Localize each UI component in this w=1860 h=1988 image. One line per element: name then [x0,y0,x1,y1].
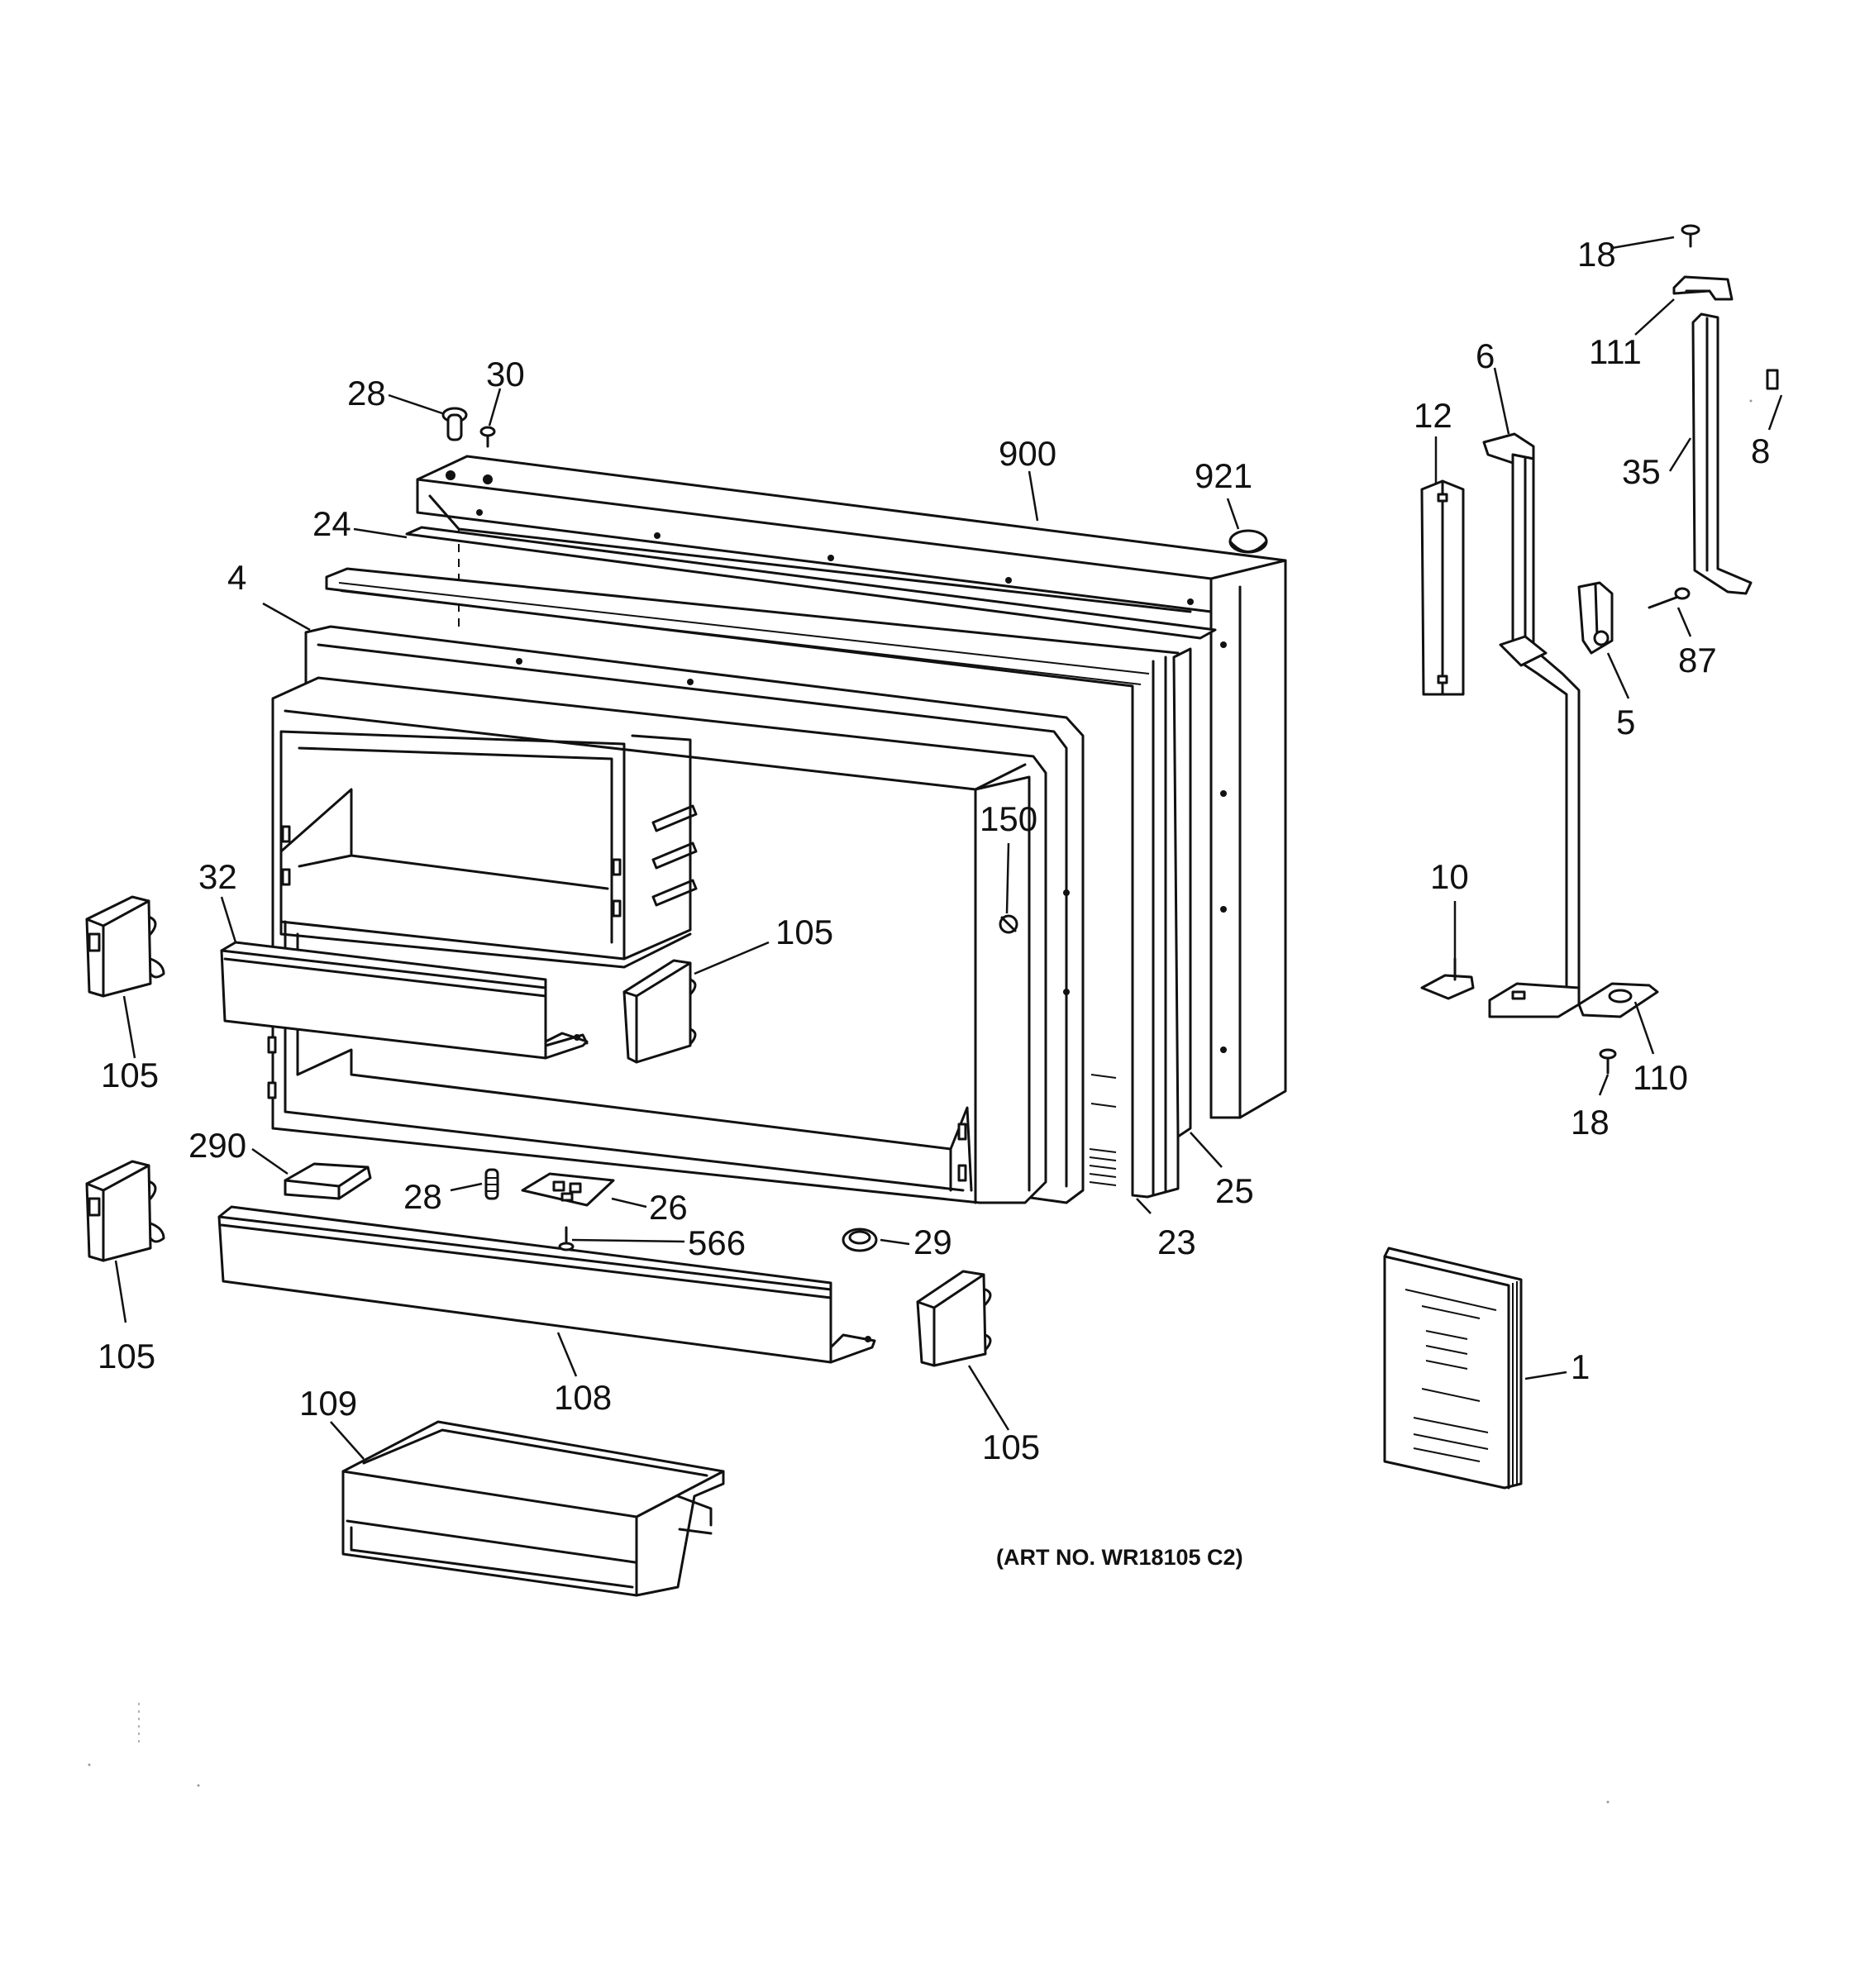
callout-6: 6 [1476,336,1495,375]
callout-10: 10 [1430,857,1469,896]
part-150-screw [999,914,1018,934]
part-108-shelf-bar [217,1205,876,1364]
part-5-hinge [1577,581,1614,655]
callout-28-top: 28 [347,374,386,412]
callout-leaders [114,236,1783,1460]
part-30-screw [479,426,496,448]
part-10-clip [1420,957,1475,1000]
part-29-grommet [842,1228,878,1252]
callout-25: 25 [1215,1171,1254,1210]
callout-labels: 18 111 28 30 12 6 35 8 900 921 24 4 87 5… [98,235,1770,1466]
callout-12: 12 [1414,396,1452,435]
part-290-block [284,1162,372,1200]
part-110-hinge-plate [1577,982,1659,1018]
scan-specks [88,399,1753,1804]
callout-29: 29 [913,1223,952,1261]
callout-150: 150 [980,799,1037,838]
callout-18-bottom: 18 [1571,1103,1610,1142]
callout-87: 87 [1678,641,1717,679]
callout-108: 108 [554,1378,612,1417]
part-87-screw [1648,587,1691,609]
art-number: (ART NO. WR18105 C2) [996,1545,1243,1570]
callout-5: 5 [1616,703,1635,741]
callout-105-left-bottom: 105 [98,1337,155,1375]
callout-900: 900 [999,434,1056,473]
callout-105-center: 105 [775,913,833,951]
part-28-pin-top [441,407,468,441]
callout-28-bottom: 28 [403,1177,442,1216]
part-26-hinge-plate [521,1172,615,1207]
callout-30: 30 [486,355,525,393]
door-inner-panel [267,676,1047,1204]
callout-23: 23 [1157,1223,1196,1261]
callout-18-top: 18 [1577,235,1616,274]
part-28-pin-bottom [484,1168,499,1200]
part-6-hinge-bracket [1482,432,1581,1018]
callout-8: 8 [1751,431,1770,470]
part-8-spacer [1766,369,1779,390]
callout-1: 1 [1571,1347,1590,1386]
part-18-screw-bottom [1599,1048,1617,1075]
part-12-channel [1420,479,1465,696]
callout-32: 32 [198,857,237,896]
callout-109: 109 [299,1384,357,1423]
callout-4: 4 [227,558,246,597]
part-24-breaker-strip-top [405,526,1217,640]
callout-111: 111 [1589,332,1642,371]
part-566-screw [558,1226,575,1251]
part-25-breaker-strip-side [1172,647,1192,1138]
callout-24: 24 [312,504,351,543]
part-1-owners-manual [1383,1247,1523,1490]
part-111-hinge-cap [1672,275,1734,301]
callout-566: 566 [688,1223,746,1262]
part-105-end-cap-center [622,959,697,1064]
callout-110: 110 [1633,1058,1688,1097]
callout-105-bottom: 105 [982,1428,1040,1466]
part-18-screw-top [1681,224,1700,248]
part-35-hinge-arm [1691,312,1753,595]
part-109-door-bin [341,1420,725,1597]
part-32-shelf-bar [220,941,589,1060]
part-23-gasket [325,567,1180,1199]
part-105-end-cap-bottom [916,1270,992,1367]
callout-105-left-top: 105 [101,1056,159,1094]
part-105-end-cap-left-top [85,895,165,998]
part-105-end-cap-left-bottom [85,1160,165,1262]
callout-35: 35 [1622,452,1661,491]
callout-921: 921 [1195,456,1252,495]
part-900-door-outer-frame [416,455,1287,1119]
callout-290: 290 [188,1126,246,1165]
callout-26: 26 [649,1188,688,1227]
part-921-plug [1228,529,1268,554]
